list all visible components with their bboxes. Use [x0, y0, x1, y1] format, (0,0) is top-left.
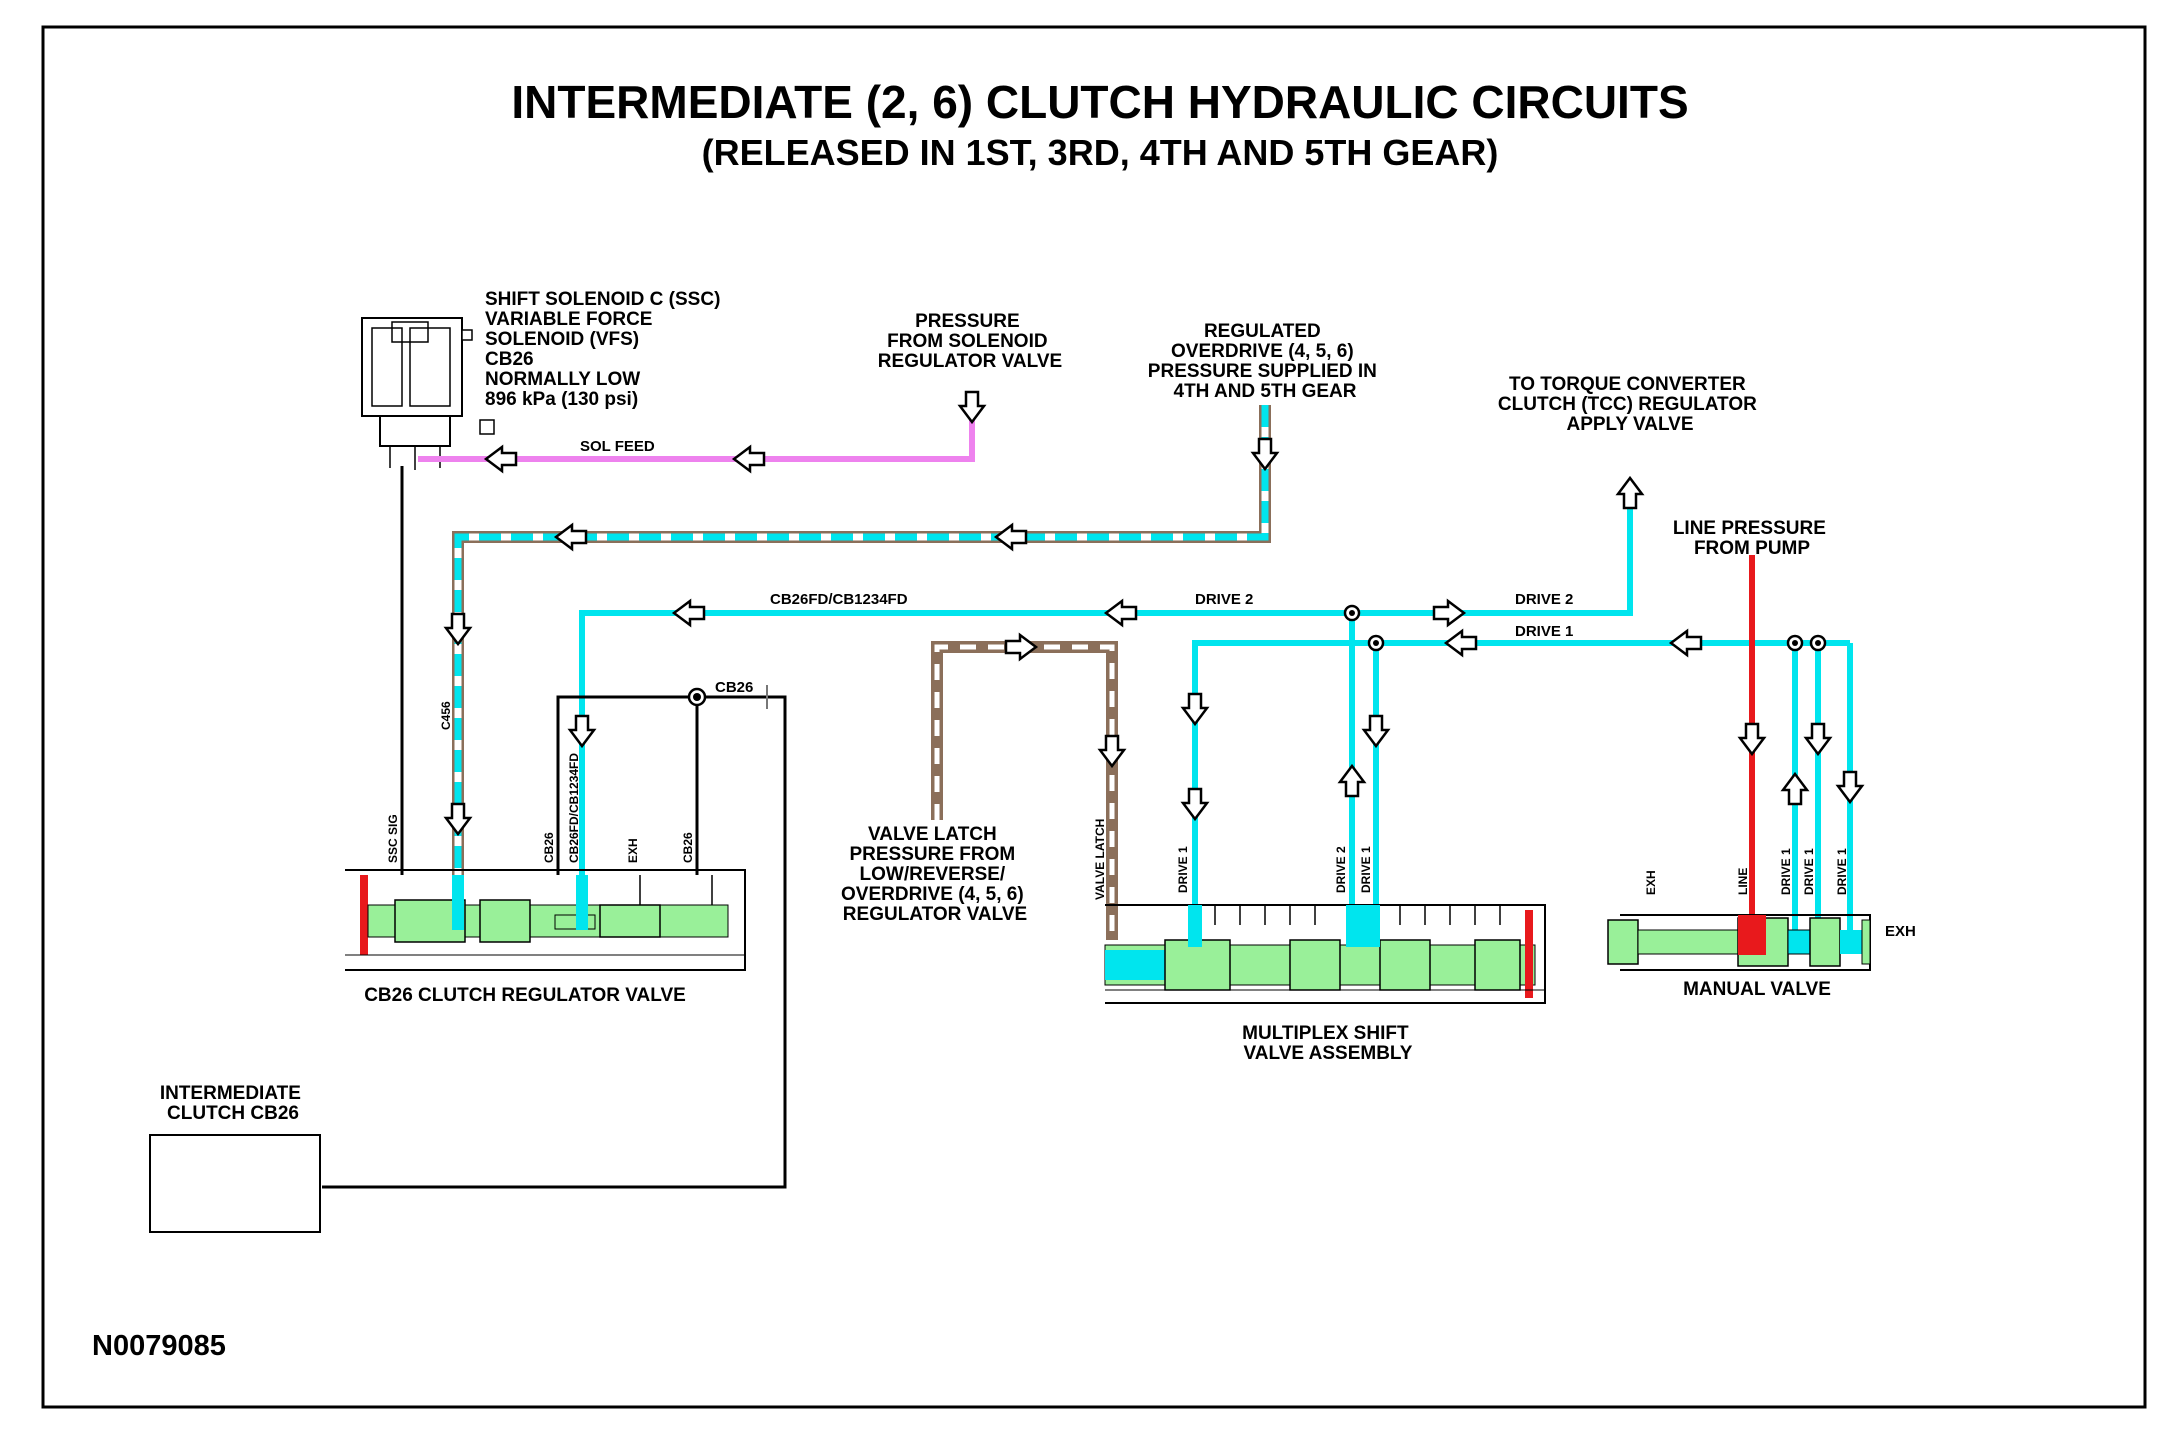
- outer-frame: [41, 25, 2147, 1409]
- drive1-arrow: [1181, 692, 1209, 726]
- cb26fd-label: CB26FD/CB1234FD: [770, 591, 908, 608]
- drive1-arrow: [1362, 714, 1390, 748]
- port-label: CB26FD/CB1234FD: [567, 753, 581, 863]
- od-pressure-arrow: [1251, 437, 1279, 471]
- drive1-line: [1192, 640, 1850, 950]
- c456-arrow: [994, 523, 1028, 551]
- drive1-arrow: [1444, 629, 1478, 657]
- sol-feed-label: SOL FEED: [580, 438, 655, 455]
- diagram-title: INTERMEDIATE (2, 6) CLUTCH HYDRAULIC CIR…: [511, 76, 1688, 128]
- solenoid-callout: SHIFT SOLENOID C (SSC) VARIABLE FORCE SO…: [485, 289, 726, 410]
- port-label: VALVE LATCH: [1093, 819, 1107, 900]
- c456-arrow: [444, 802, 472, 836]
- c456-line: [454, 405, 1269, 875]
- drive1-arrow: [1804, 722, 1832, 756]
- drive2-arrow: [1338, 764, 1366, 798]
- drive2-arrow: [1432, 599, 1466, 627]
- drive1-arrow: [1836, 770, 1864, 804]
- port-label: DRIVE 2: [1334, 846, 1348, 893]
- regulated-od-callout: REGULATED OVERDRIVE (4, 5, 6) PRESSURE S…: [1148, 321, 1382, 402]
- drive2-arrow: [1104, 599, 1138, 627]
- c456-label: C456: [439, 701, 453, 730]
- multiplex-shift-valve: [1104, 904, 1546, 1004]
- port-label: CB26: [681, 832, 695, 863]
- port-label: LINE: [1736, 868, 1750, 895]
- intermediate-clutch-box: [149, 1134, 321, 1233]
- tcc-arrow: [1616, 476, 1644, 510]
- valve-latch-arrow: [1098, 734, 1126, 768]
- port-label: DRIVE 1: [1359, 846, 1373, 893]
- c456-arrow: [444, 612, 472, 646]
- port-label: DRIVE 1: [1802, 848, 1816, 895]
- port-label: EXH: [1644, 870, 1658, 895]
- line-pressure-arrow: [1738, 722, 1766, 756]
- port-label: SSC SIG: [386, 814, 400, 863]
- tcc-callout: TO TORQUE CONVERTER CLUTCH (TCC) REGULAT…: [1498, 374, 1762, 435]
- cb26-valve-label: CB26 CLUTCH REGULATOR VALVE: [364, 985, 686, 1006]
- cb26fd-arrow: [672, 599, 706, 627]
- drive1-arrow: [1781, 772, 1809, 806]
- sol-feed-arrow: [732, 445, 766, 473]
- port-label: DRIVE 1: [1176, 846, 1190, 893]
- manual-valve-label: MANUAL VALVE: [1683, 979, 1831, 1000]
- diagram-subtitle: (RELEASED IN 1ST, 3RD, 4TH AND 5TH GEAR): [702, 132, 1499, 173]
- sol-pressure-arrow: [958, 390, 986, 424]
- figure-id: N0079085: [92, 1330, 226, 1362]
- sol-feed-arrow: [484, 445, 518, 473]
- drive2-label-b: DRIVE 2: [1515, 591, 1573, 608]
- multiplex-label: MULTIPLEX SHIFT VALVE ASSEMBLY: [1242, 1023, 1414, 1064]
- port-label: EXH: [626, 838, 640, 863]
- c456-arrow: [554, 523, 588, 551]
- manual-valve: [1607, 914, 1871, 971]
- port-label: CB26: [542, 832, 556, 863]
- drive2-label-a: DRIVE 2: [1195, 591, 1253, 608]
- port-label: DRIVE 1: [1835, 848, 1849, 895]
- cb26-line: [322, 695, 787, 1189]
- intermediate-clutch-label: INTERMEDIATE CLUTCH CB26: [160, 1083, 306, 1124]
- port-label: EXH: [1885, 923, 1916, 940]
- cb26-clutch-regulator-valve: [345, 869, 746, 971]
- drive1-arrow: [1669, 629, 1703, 657]
- port-label: DRIVE 1: [1779, 848, 1793, 895]
- line-pressure-callout: LINE PRESSURE FROM PUMP: [1673, 518, 1831, 559]
- valve-latch-callout: VALVE LATCH PRESSURE FROM LOW/REVERSE/ O…: [841, 824, 1029, 925]
- cb26fd-arrow: [568, 714, 596, 748]
- drive1-label: DRIVE 1: [1515, 623, 1573, 640]
- shift-solenoid-c: [361, 317, 495, 470]
- drive1-arrow: [1181, 787, 1209, 821]
- sol-pressure-callout: PRESSURE FROM SOLENOID REGULATOR VALVE: [878, 311, 1062, 372]
- cb26-label: CB26: [715, 679, 753, 696]
- valve-latch-arrow: [1004, 633, 1038, 661]
